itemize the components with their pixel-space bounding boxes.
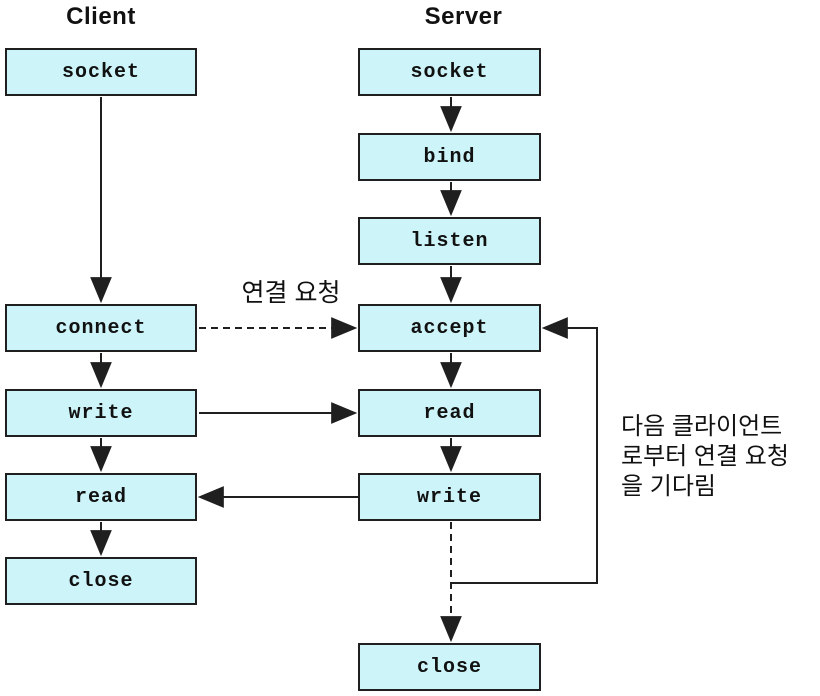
server-write-box: write [358,473,541,521]
wait-note-line-1: 다음 클라이언트 [621,413,783,440]
client-column-title: Client [66,3,136,30]
server-accept-box: accept [358,304,541,352]
client-write-box: write [5,389,197,437]
client-close-box: close [5,557,197,605]
server-column-title: Server [424,3,503,30]
loop-line-write-to-accept [451,317,598,584]
server-listen-box: listen [358,217,541,265]
server-close-box: close [358,643,541,691]
server-socket-box: socket [358,48,541,96]
connection-request-label: 연결 요청 [241,279,341,307]
wait-note-line-3: 을 기다림 [621,473,716,500]
client-socket-box: socket [5,48,197,96]
client-read-box: read [5,473,197,521]
server-read-box: read [358,389,541,437]
client-connect-box: connect [5,304,197,352]
wait-note-line-2: 로부터 연결 요청 [621,443,789,470]
server-bind-box: bind [358,133,541,181]
wait-for-next-client-note: 다음 클라이언트 로부터 연결 요청 을 기다림 [621,412,789,502]
